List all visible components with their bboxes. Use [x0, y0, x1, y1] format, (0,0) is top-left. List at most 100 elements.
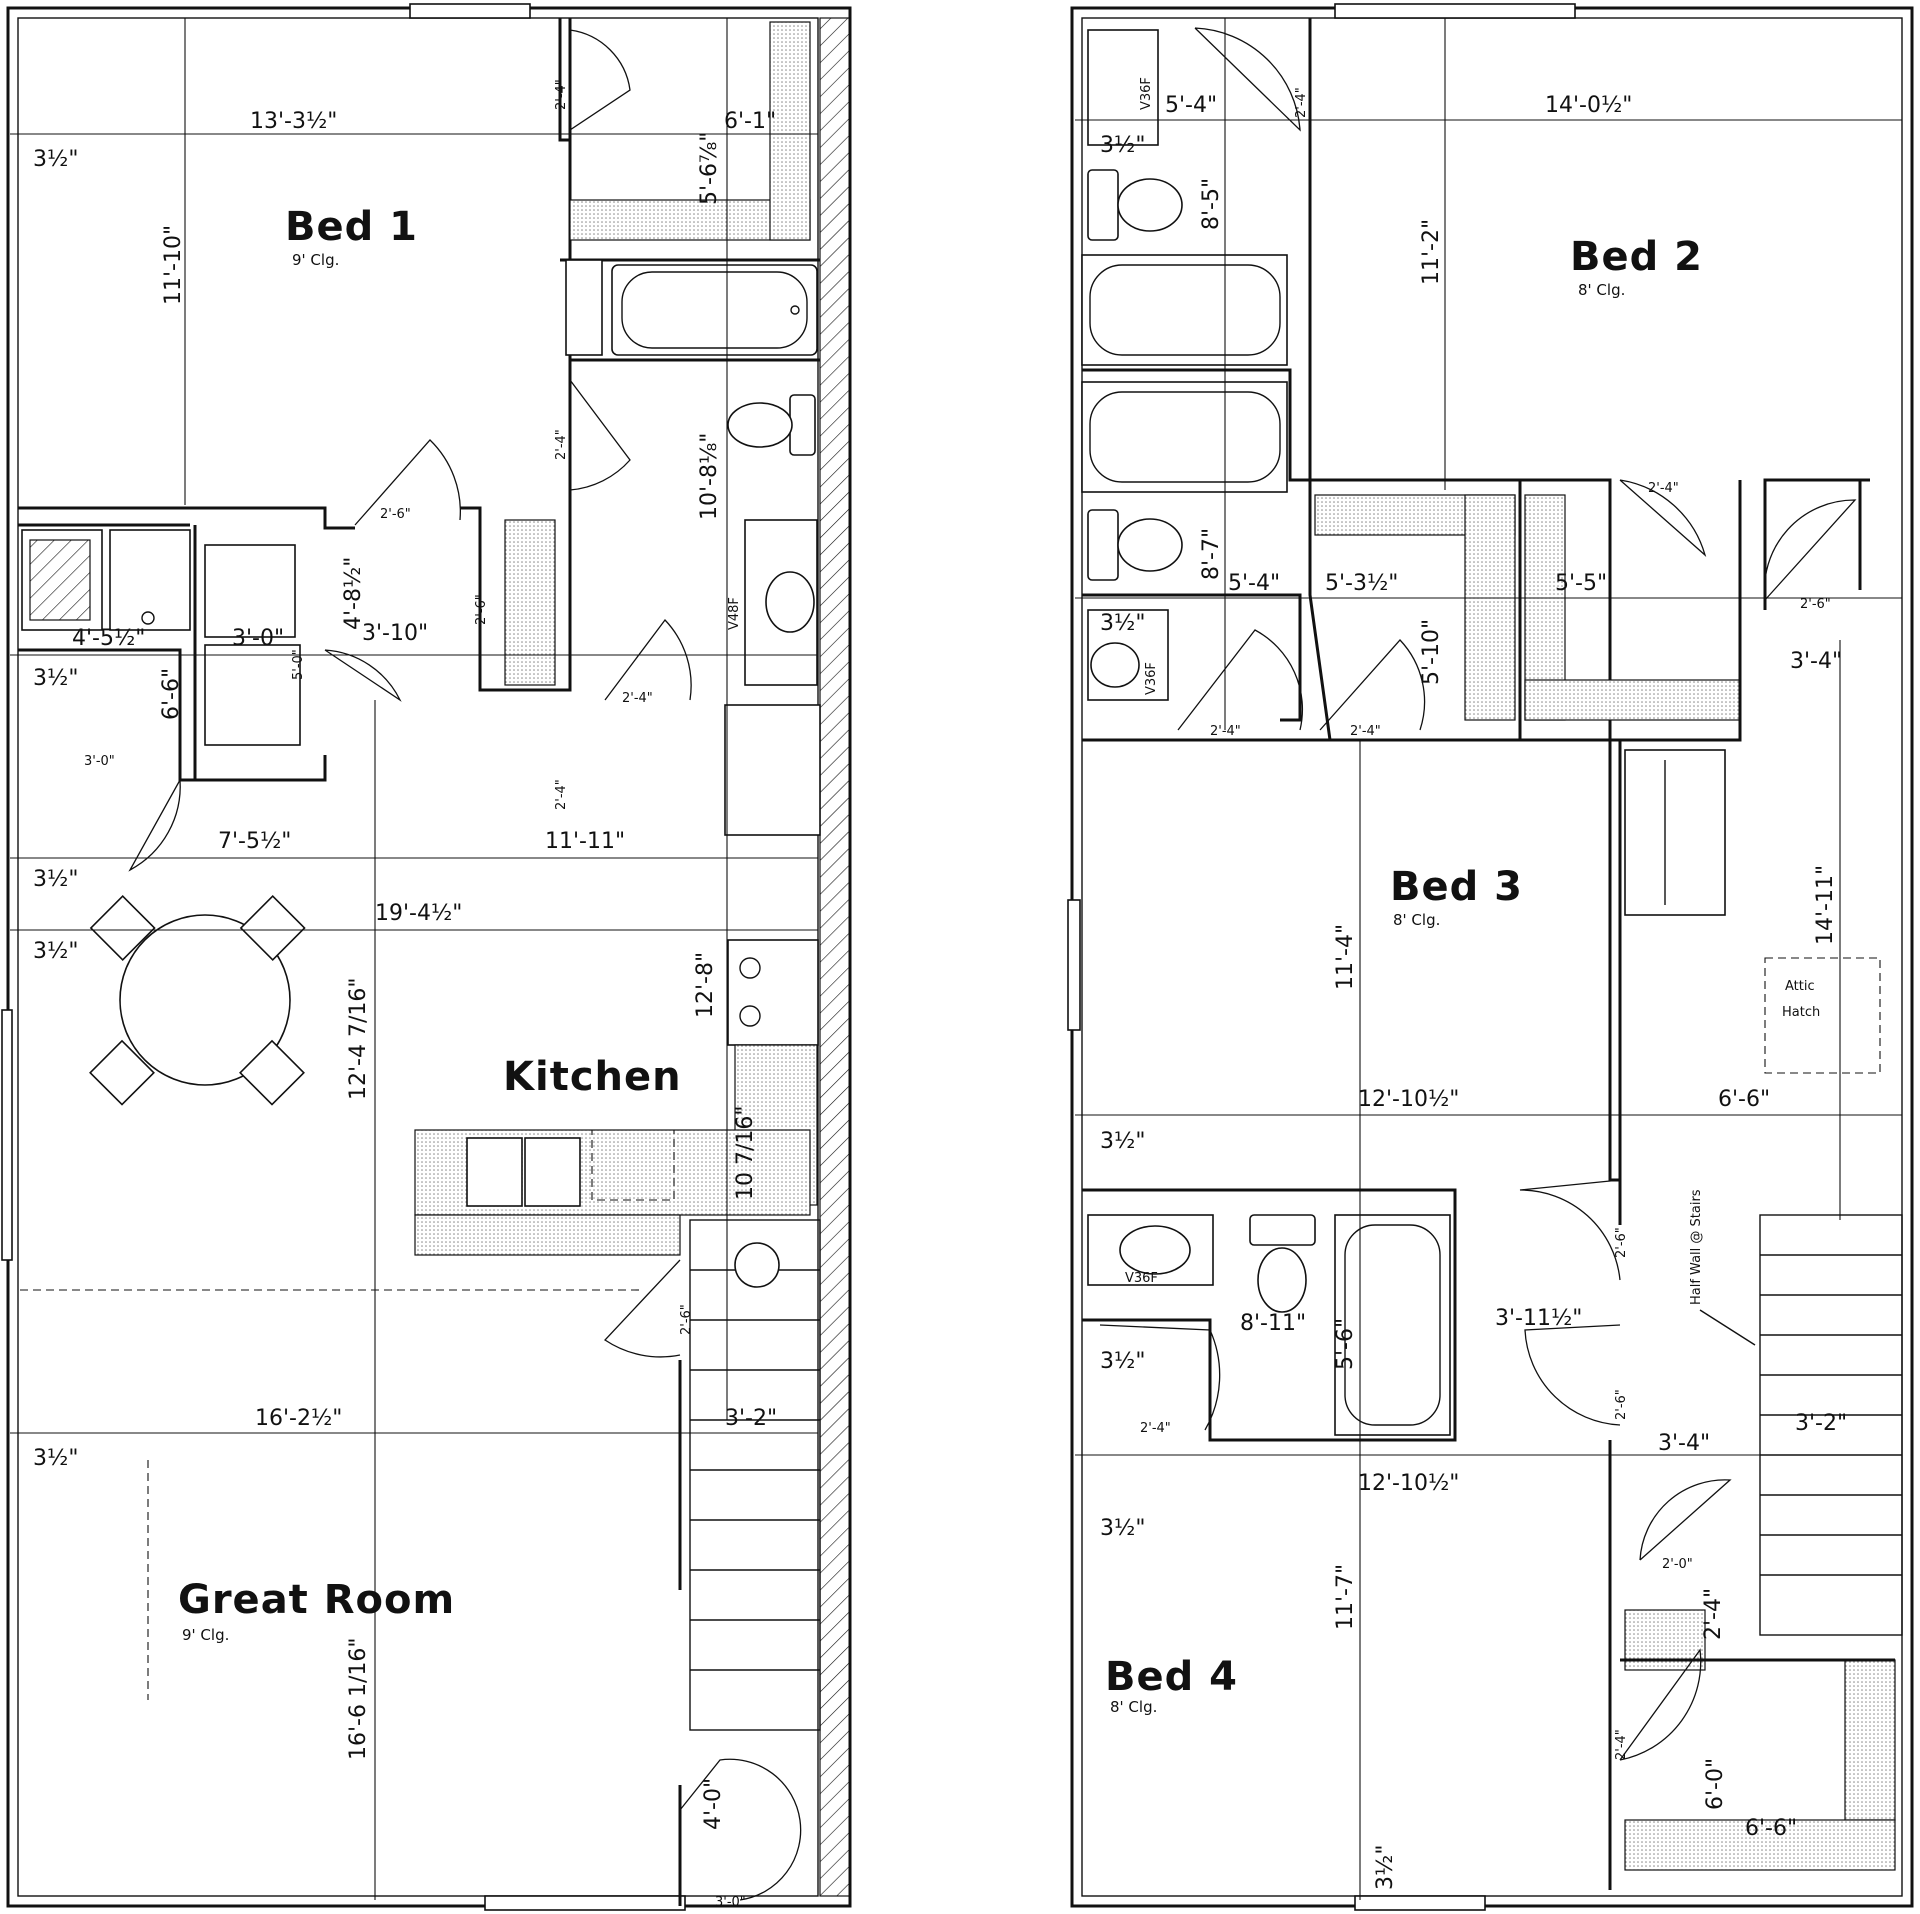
water-tank	[734, 1242, 780, 1288]
dishwasher	[591, 1129, 675, 1201]
washer-hatch	[29, 539, 91, 621]
chair-3	[89, 1039, 155, 1106]
chair-1	[89, 895, 156, 961]
door-bath3	[1099, 1324, 1221, 1431]
kitchen-name: Kitchen	[503, 1054, 682, 1100]
upper-vanity-top	[1087, 29, 1159, 146]
dim-g28: 16'-2½"	[255, 1406, 342, 1431]
attic-hatch-line2: Hatch	[1782, 1005, 1820, 1020]
dim-g17: 3'-0"	[84, 754, 115, 769]
door-bed4	[1619, 1648, 1702, 1761]
refrigerator	[724, 704, 821, 836]
dim-g22: 19'-4½"	[375, 901, 462, 926]
upper-sink-mid	[1090, 642, 1140, 688]
bed2-right-wall	[1763, 478, 1870, 610]
bed3-name: Bed 3	[1390, 864, 1523, 910]
door-utility	[324, 649, 402, 702]
dim-g18: 2'-4"	[622, 691, 653, 706]
bed4-closet-shelf-h	[1624, 1819, 1896, 1871]
dryer-knob	[141, 611, 155, 625]
dim-u20: 12'-10½"	[1358, 1087, 1459, 1112]
dim-g35: 2'-4"	[554, 779, 569, 810]
dim-u5: 8'-5"	[1199, 178, 1224, 230]
dim-u37: 2'-4"	[1614, 1729, 1629, 1760]
attic-hatch-line1: Attic	[1785, 979, 1815, 994]
door-bed1-closet	[569, 29, 631, 131]
range	[727, 939, 819, 1046]
dim-g29: 3'-2"	[725, 1406, 777, 1431]
dim-g14: 3'-10"	[362, 621, 428, 646]
dim-u13: 3½"	[1100, 611, 1145, 636]
dim-g13: 3'-0"	[232, 626, 284, 651]
dim-u12: 2'-6"	[1800, 597, 1831, 612]
bed2-bottom-wall	[1610, 480, 1742, 742]
dim-g6: 2'-4"	[554, 79, 569, 110]
vanity-label-v36f-c: V36F	[1125, 1271, 1158, 1286]
ground-bottom-window	[484, 1895, 686, 1911]
dim-u40: 3½"	[1373, 1845, 1398, 1890]
kitchen-sink-left	[466, 1137, 523, 1207]
dim-g32: 4'-0"	[701, 1778, 726, 1830]
door-upper-bath-mid	[1177, 629, 1304, 731]
dim-g10: 4'-8½"	[341, 557, 366, 630]
dim-u11: 5'-5"	[1555, 571, 1607, 596]
dining-table	[119, 914, 291, 1086]
bath3-toilet-bowl	[1257, 1247, 1307, 1313]
dim-u7: 2'-4"	[1648, 481, 1679, 496]
bath1-linen	[565, 259, 603, 356]
dim-g19: 7'-5½"	[218, 829, 291, 854]
vanity-label-v36f-b: V36F	[1144, 662, 1159, 695]
dim-u34: 2'-0"	[1662, 1557, 1693, 1572]
dim-u25: 5'-6"	[1333, 1318, 1358, 1370]
bed2-name: Bed 2	[1570, 234, 1703, 280]
dim-g31: 16'-6 1/16"	[346, 1638, 371, 1761]
closet-b-shelf-v	[1524, 679, 1741, 721]
dim-g12: 4'-5½"	[72, 626, 145, 651]
dim-g4: 11'-10"	[161, 225, 186, 305]
chair-4	[239, 1039, 305, 1106]
ground-stair-treads	[690, 1269, 820, 1671]
dim-g5: 5'-6⅞"	[697, 132, 722, 205]
dim-g3: 3½"	[33, 147, 78, 172]
bed1-name: Bed 1	[285, 204, 418, 250]
upper-dimension-lines	[1075, 18, 1902, 1900]
bath1-tub	[611, 264, 818, 356]
upper-left-window	[1067, 899, 1081, 1031]
upper-bath-wall-2	[1082, 593, 1302, 722]
great-room-ceiling: 9' Clg.	[182, 1626, 229, 1644]
dim-g11: 2'-6"	[474, 594, 489, 625]
island-extension	[414, 1214, 681, 1256]
vanity-label-v48f: V48F	[727, 597, 742, 630]
dim-u6: 11'-2"	[1419, 219, 1444, 285]
upper-top-window	[1334, 3, 1576, 19]
upper-bottom-window	[1354, 1895, 1486, 1911]
upper-toilet-2-tank	[1087, 509, 1119, 581]
dim-g2: 6'-1"	[724, 109, 776, 134]
bed1-bottom-wall	[18, 506, 355, 530]
dim-u29: 2'-4"	[1140, 1421, 1171, 1436]
upper-tub-2	[1081, 381, 1288, 493]
dim-u3: 14'-0½"	[1545, 93, 1632, 118]
door-closet-mid	[1319, 639, 1426, 731]
dim-g16: 6'-6"	[159, 668, 184, 720]
dim-u15: 3'-4"	[1790, 649, 1842, 674]
dim-g25: 12'-8"	[693, 952, 718, 1018]
bed3-ceiling: 8' Clg.	[1393, 911, 1440, 929]
door-bath1	[569, 379, 631, 491]
dim-u30: 3'-4"	[1658, 1431, 1710, 1456]
dim-u10: 5'-3½"	[1325, 571, 1398, 596]
dim-u21: 6'-6"	[1718, 1087, 1770, 1112]
dim-g1: 13'-3½"	[250, 109, 337, 134]
dim-g30: 3½"	[33, 1446, 78, 1471]
dim-g21: 3½"	[33, 867, 78, 892]
ground-left-window	[1, 1009, 13, 1261]
linen-cabinet	[1624, 749, 1726, 916]
great-room-name: Great Room	[178, 1577, 455, 1623]
bed1-closet-shelf-vert	[769, 21, 811, 241]
bath1-sink	[765, 571, 815, 633]
dim-u14: 5'-10"	[1419, 619, 1444, 685]
door-hall-bath	[604, 618, 692, 701]
dim-u18: 11'-4"	[1333, 924, 1358, 990]
dim-u32: 12'-10½"	[1358, 1471, 1459, 1496]
